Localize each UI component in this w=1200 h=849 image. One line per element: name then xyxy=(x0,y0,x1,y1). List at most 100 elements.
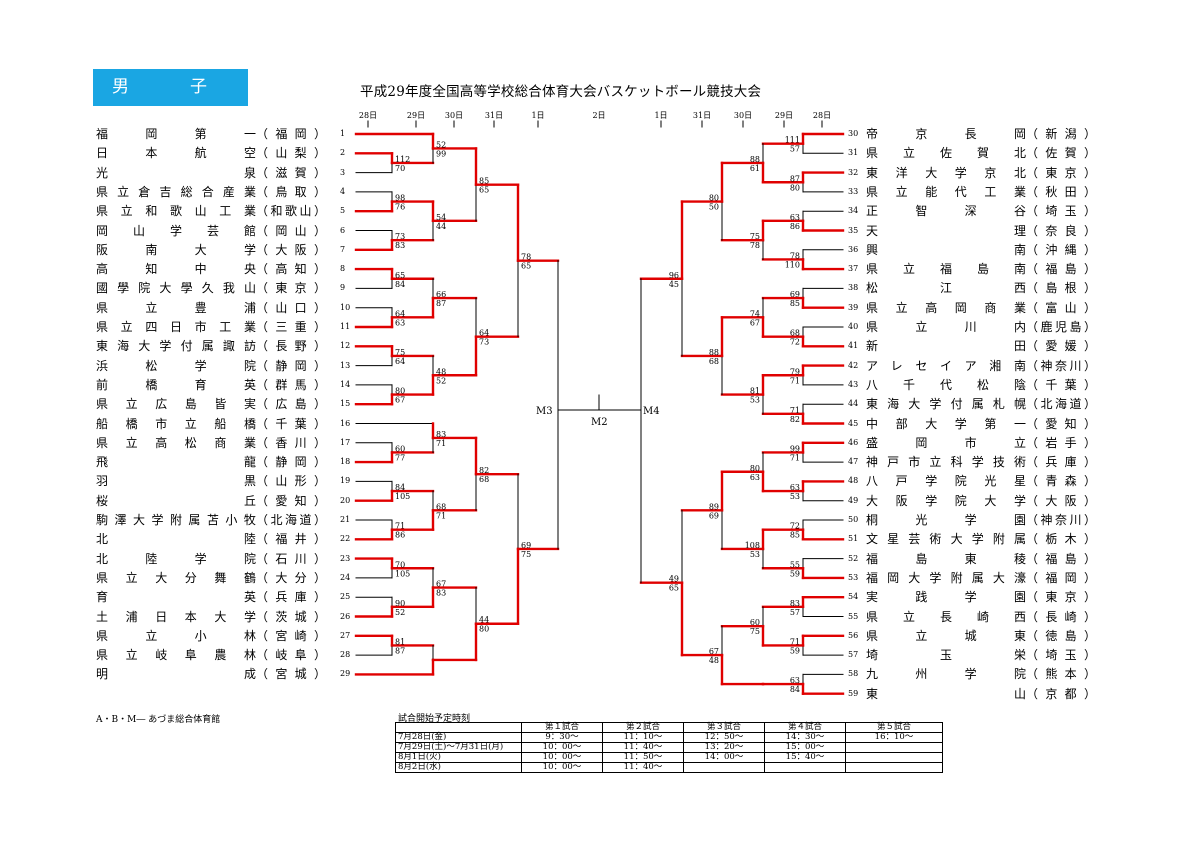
team-seed: 54 xyxy=(848,592,859,602)
team-seed: 33 xyxy=(848,186,859,196)
match-score: 71 xyxy=(395,522,405,531)
team-seed: 1 xyxy=(340,129,346,138)
schedule-time: 14：30～ xyxy=(764,732,846,743)
day-header-right-2: 30日 xyxy=(733,111,753,120)
team-name: 明成 xyxy=(96,667,256,682)
team-prefecture: （宮崎） xyxy=(256,628,326,643)
match-score: 80 xyxy=(750,464,760,473)
gender-label: 男 子 xyxy=(93,69,248,106)
team-name: 八千代松陰 xyxy=(866,377,1026,392)
schedule-row: 7月28日(金) 9：30～ 11：10～ 12：50～ 14：30～ 16：1… xyxy=(395,732,943,743)
day-header-left-1: 29日 xyxy=(406,111,426,120)
schedule-header: 第５試合 xyxy=(845,722,943,733)
schedule-row: 7月29日(土)～7月31日(月) 10：00～ 11：40～ 13：20～ 1… xyxy=(395,742,943,753)
match-score: 63 xyxy=(750,473,760,482)
team-prefecture: （千葉） xyxy=(256,416,326,431)
team-seed: 49 xyxy=(848,495,859,505)
team-prefecture: （香川） xyxy=(256,435,326,450)
team-seed: 11 xyxy=(340,322,351,331)
team-name: 県立福島南 xyxy=(866,262,1026,277)
team-seed: 21 xyxy=(340,515,351,524)
team-name: 興南 xyxy=(866,242,1026,257)
team-name: 高知中央 xyxy=(96,262,256,277)
team-seed: 7 xyxy=(340,244,346,254)
team-name: 浜松学院 xyxy=(96,358,256,373)
schedule-time: 11：40～ xyxy=(602,762,684,773)
day-header-left-3: 31日 xyxy=(484,111,504,120)
match-score: 88 xyxy=(750,155,760,164)
schedule-time: 11：10～ xyxy=(602,732,684,743)
team-seed: 38 xyxy=(848,283,859,293)
team-seed: 22 xyxy=(340,534,351,544)
match-score: 45 xyxy=(669,280,679,289)
match-score: 84 xyxy=(395,483,405,492)
team-seed: 45 xyxy=(848,418,859,428)
team-prefecture: （秋田） xyxy=(1026,184,1096,199)
team-seed: 2 xyxy=(340,148,346,158)
match-score: 54 xyxy=(436,213,446,222)
match-score: 72 xyxy=(790,338,800,347)
team-name: 阪南大学 xyxy=(96,242,256,257)
match-score: 87 xyxy=(436,299,446,308)
match-score: 71 xyxy=(790,637,800,646)
team-name: 光泉 xyxy=(96,165,256,180)
team-seed: 51 xyxy=(848,534,859,544)
match-score: 52 xyxy=(395,608,405,617)
schedule-time: 11：40～ xyxy=(602,742,684,753)
team-seed: 19 xyxy=(340,476,351,486)
team-prefecture: （岩手） xyxy=(1026,435,1096,450)
match-score: 77 xyxy=(395,453,405,462)
match-score: 63 xyxy=(790,483,800,492)
team-name: 北陸 xyxy=(96,532,256,547)
schedule-time: 10：00～ xyxy=(521,752,603,763)
team-name: 神戸市立科学技術 xyxy=(866,455,1026,470)
match-score: 67 xyxy=(395,396,405,405)
match-score: 83 xyxy=(395,241,405,250)
match-score: 53 xyxy=(750,396,760,405)
team-name: 県立倉吉総合産業 xyxy=(96,184,256,199)
match-score: 49 xyxy=(669,575,679,584)
team-prefecture: （福島） xyxy=(1026,262,1096,277)
team-seed: 25 xyxy=(340,592,351,602)
team-name: 文星芸術大学附属 xyxy=(866,532,1026,547)
day-header-right-1: 31日 xyxy=(692,111,712,120)
match-score: 64 xyxy=(395,357,405,366)
team-name: 土浦日本大学 xyxy=(96,609,256,624)
team-seed: 17 xyxy=(340,437,351,447)
match-score: 57 xyxy=(790,608,800,617)
team-prefecture: （群馬） xyxy=(256,377,326,392)
team-seed: 31 xyxy=(848,148,859,158)
team-prefecture: （鳥取） xyxy=(256,184,326,199)
match-score: 73 xyxy=(395,232,405,241)
schedule-header: 第４試合 xyxy=(764,722,846,733)
team-seed: 18 xyxy=(340,457,351,467)
match-score: 83 xyxy=(436,430,446,439)
match-score: 79 xyxy=(790,367,800,376)
match-score: 72 xyxy=(790,522,800,531)
team-seed: 55 xyxy=(848,611,859,621)
team-prefecture: （広島） xyxy=(256,397,326,412)
match-score: 71 xyxy=(436,511,446,520)
team-name: アレセイア湘南 xyxy=(866,358,1026,373)
match-score: 83 xyxy=(436,589,446,598)
match-score: 75 xyxy=(750,627,760,636)
schedule-date: 7月28日(金) xyxy=(395,732,522,743)
match-score: 69 xyxy=(521,541,531,550)
match-score: 61 xyxy=(750,164,760,173)
team-name: 東山 xyxy=(866,686,1026,701)
match-score: 73 xyxy=(479,338,489,347)
match-score: 74 xyxy=(750,309,760,318)
team-name: 県立広島皆実 xyxy=(96,397,256,412)
team-prefecture: （大分） xyxy=(256,570,326,585)
team-name: 北陸学院 xyxy=(96,551,256,566)
team-seed: 30 xyxy=(848,129,859,138)
schedule-time xyxy=(845,752,943,763)
match-score: 87 xyxy=(790,174,800,183)
team-name: 松江西 xyxy=(866,281,1026,296)
match-score: 105 xyxy=(395,569,410,578)
schedule-time xyxy=(845,742,943,753)
team-seed: 8 xyxy=(340,264,346,274)
team-seed: 12 xyxy=(340,341,351,351)
team-prefecture: （福岡） xyxy=(256,127,326,141)
